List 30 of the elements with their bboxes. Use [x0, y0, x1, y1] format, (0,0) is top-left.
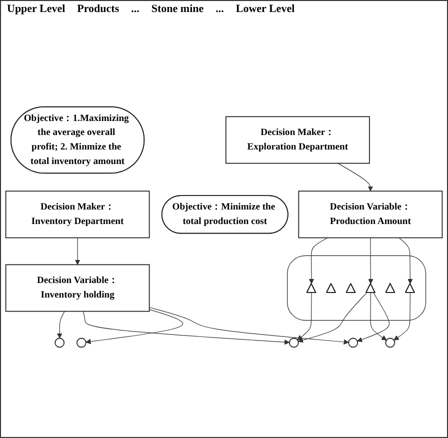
node-circle [288, 338, 299, 348]
cluster [287, 255, 426, 321]
arrow [357, 292, 390, 342]
arrow [74, 237, 80, 265]
node-box: Decision Variable：Production Amount [298, 190, 443, 238]
node-circle [54, 338, 65, 348]
arrow [149, 307, 349, 345]
arrow [86, 309, 184, 344]
arrow [398, 237, 413, 284]
node-circle [76, 338, 86, 348]
arrow [338, 163, 374, 192]
arrow [297, 292, 312, 340]
arrow [368, 237, 374, 284]
node-box: Decision Maker：Exploration Department [225, 116, 370, 164]
node-box: Decision Variable：Inventory holding [5, 264, 150, 312]
arrow [370, 292, 387, 340]
node-circle [385, 338, 396, 348]
node-box: Decision Maker：Inventory Department [5, 190, 150, 238]
arrow [56, 311, 65, 338]
node-circle [348, 338, 358, 348]
level-label: ... [131, 3, 140, 15]
level-label: ... [216, 3, 224, 15]
arrow [394, 292, 411, 340]
arrow [82, 311, 290, 345]
level-label: Stone mine [151, 3, 204, 15]
arrow [308, 237, 328, 284]
level-label: Upper Level [7, 3, 66, 15]
level-label: Products [77, 3, 120, 15]
level-label: Lower Level [236, 3, 295, 15]
arrow [298, 292, 367, 343]
